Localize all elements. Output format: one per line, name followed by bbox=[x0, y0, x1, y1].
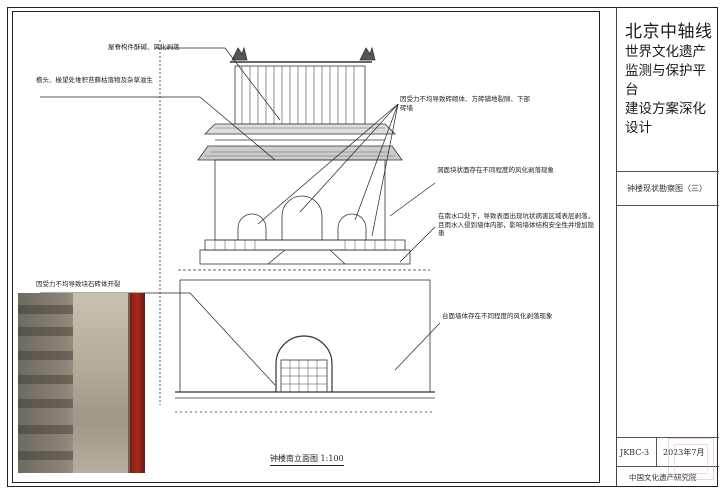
sheet-name: 钟楼现状勘察图（三） bbox=[617, 172, 719, 206]
outer-frame bbox=[7, 7, 718, 487]
drawing-area bbox=[12, 11, 600, 483]
door-grid bbox=[281, 360, 327, 392]
project-title-line-2: 世界文化遗产 bbox=[625, 44, 706, 60]
note-eave-vegetation: 檐头、椽望处堆积苔藓枯落物及杂草滋生 bbox=[36, 76, 153, 84]
site-photo bbox=[18, 293, 145, 473]
elevation-drawing bbox=[40, 40, 441, 413]
upper-arch-right bbox=[337, 213, 367, 240]
ridge-ornament-right bbox=[359, 46, 376, 61]
upper-arch-center bbox=[281, 195, 323, 240]
project-title-line-4: 建设方案深化设计 bbox=[625, 101, 706, 136]
eave-brackets bbox=[205, 127, 395, 157]
seal-stamp bbox=[668, 438, 714, 480]
title-block: 北京中轴线 世界文化遗产 监测与保护平台 建设方案深化设计 钟楼现状勘察图（三）… bbox=[616, 7, 719, 487]
roof-tiles bbox=[241, 66, 355, 124]
project-title-line-1: 北京中轴线 bbox=[625, 22, 713, 42]
title-block-blank bbox=[617, 206, 719, 438]
platform-top bbox=[199, 249, 411, 265]
upper-roof bbox=[234, 65, 366, 125]
ridge-ornament-left bbox=[231, 46, 248, 61]
note-platform-damage: 因受力不均导致砖砌体、方砖铺地裂隙、下部砖墙 bbox=[400, 95, 530, 112]
lower-eave bbox=[197, 145, 403, 161]
note-roof-components: 屋脊构件酥碱、风化剥落 bbox=[108, 43, 180, 51]
drawing-date: 2023年7月 bbox=[663, 447, 705, 457]
note-wall-crack: 因受力不均导致块石砖体开裂 bbox=[36, 280, 121, 288]
note-lower-weathering: 台面墙体存在不同程度的风化剥落现象 bbox=[442, 312, 553, 320]
upper-body bbox=[214, 159, 386, 241]
organization: 中国文化遗产研究院 bbox=[629, 472, 697, 482]
project-title-line-3: 监测与保护平台 bbox=[625, 63, 706, 98]
upper-eave bbox=[204, 123, 396, 135]
note-arch-weathering: 洞面块状面存在不同程度的风化剥落现象 bbox=[437, 166, 554, 174]
upper-arch-left bbox=[237, 213, 267, 240]
main-arch bbox=[275, 335, 333, 392]
drawing-caption: 钟楼南立面图 1:100 bbox=[270, 453, 344, 466]
note-drainage-issue: 在南水口处下，导致表面出现坑状病害区域表层剥落，且雨水入侵到墙体内部，影响墙体结… bbox=[438, 212, 594, 237]
project-title: 北京中轴线 世界文化遗产 监测与保护平台 建设方案深化设计 bbox=[617, 7, 719, 172]
drawing-code: JKBC-3 bbox=[617, 437, 657, 467]
